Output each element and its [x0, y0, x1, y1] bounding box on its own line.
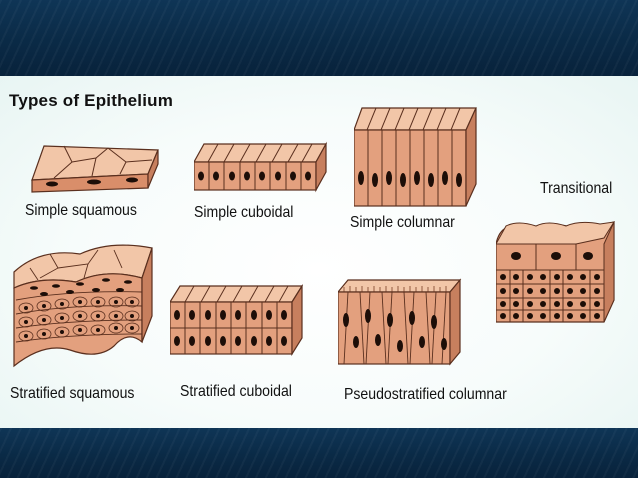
label-stratified-squamous: Stratified squamous	[10, 385, 135, 402]
label-stratified-cuboidal: Stratified cuboidal	[180, 383, 292, 400]
stratified-squamous-illustration	[10, 238, 154, 378]
label-simple-cuboidal: Simple cuboidal	[194, 204, 294, 221]
diagram-title: Types of Epithelium	[9, 91, 174, 110]
simple-cuboidal-illustration	[194, 140, 328, 196]
pseudostratified-columnar-illustration	[338, 276, 462, 368]
stratified-cuboidal-illustration	[170, 284, 304, 360]
top-banner	[0, 0, 638, 76]
label-transitional: Transitional	[540, 180, 613, 197]
label-simple-squamous: Simple squamous	[25, 202, 137, 219]
label-pseudostratified-columnar: Pseudostratified columnar	[344, 386, 507, 403]
simple-squamous-illustration	[30, 140, 160, 194]
bottom-banner	[0, 428, 638, 478]
transitional-illustration	[496, 220, 616, 324]
label-simple-columnar: Simple columnar	[350, 214, 455, 231]
simple-columnar-illustration	[354, 106, 478, 210]
